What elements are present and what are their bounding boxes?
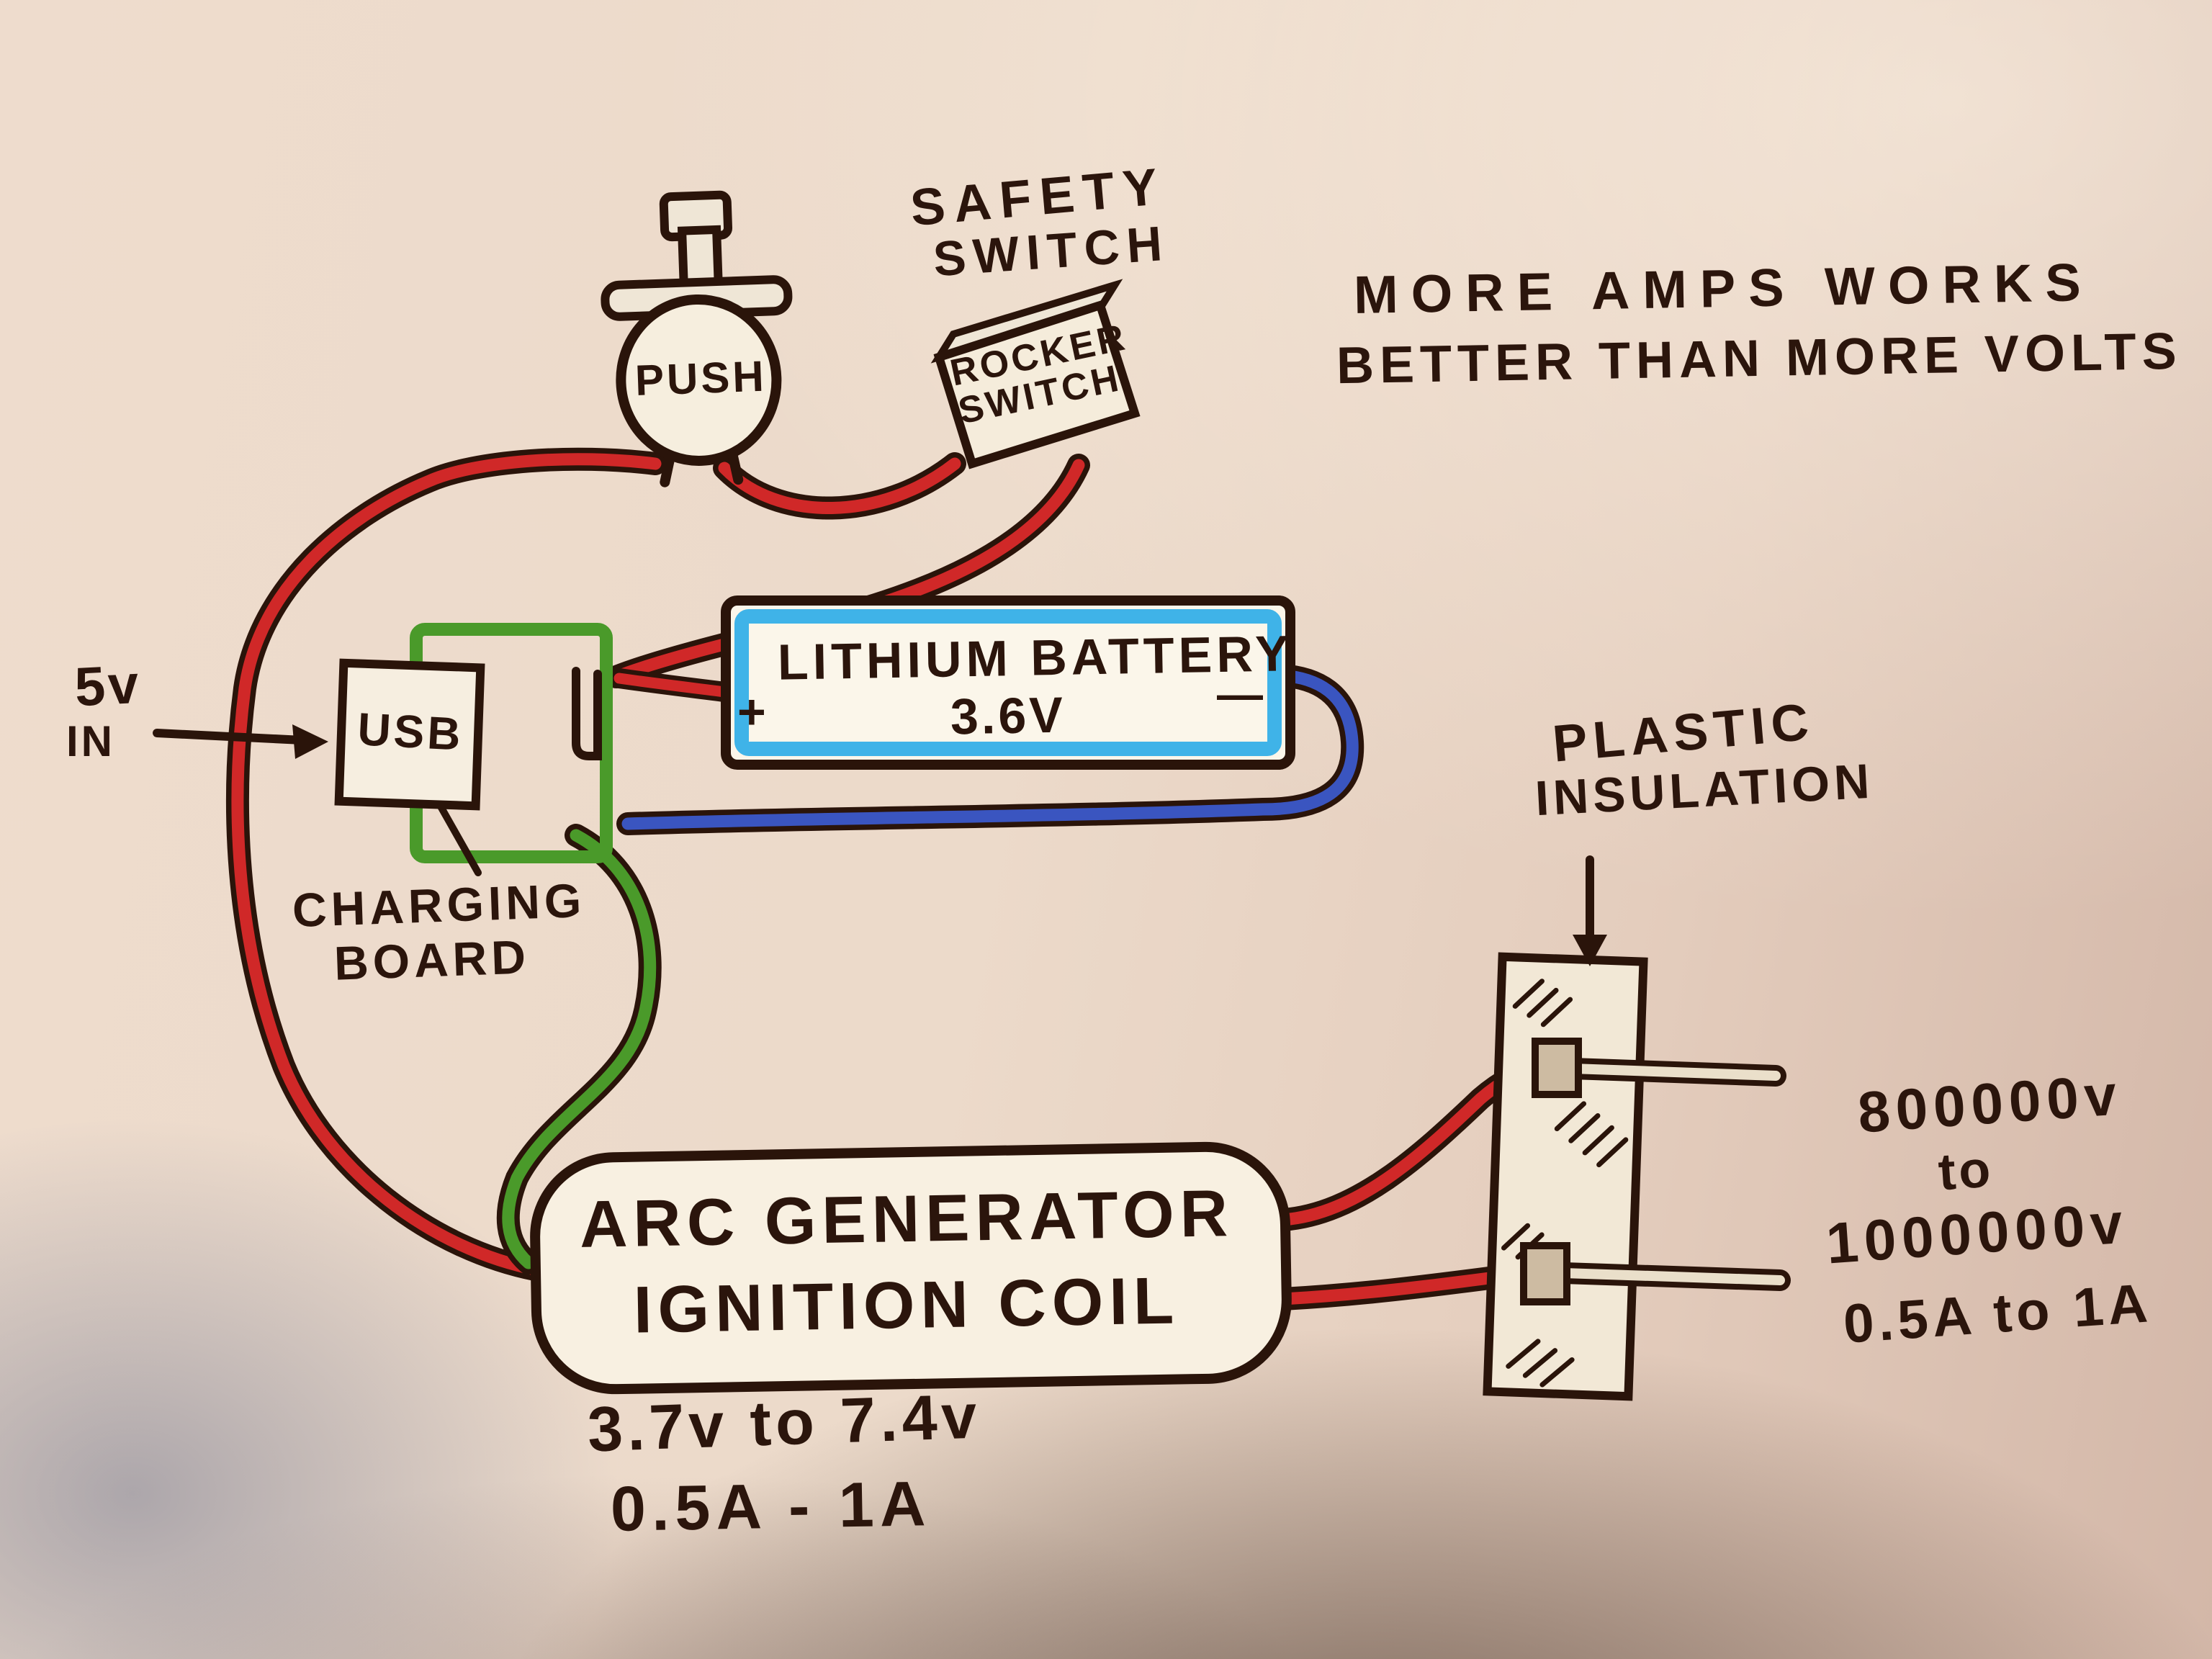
- battery-label-line1: LITHIUM BATTERY: [777, 626, 1294, 691]
- charging-board-label-line1: CHARGING: [291, 873, 587, 938]
- electrode-upper: [1532, 1038, 1786, 1098]
- wire-battery-to-chargingboard-blue: [616, 663, 1364, 835]
- wire-chargingboard-to-coil-green: [496, 824, 662, 1274]
- coil-spec-line2: 0.5A - 1A: [610, 1469, 932, 1545]
- arc-generator-label-line1: ARC GENERATOR: [579, 1175, 1234, 1262]
- wire-pushbutton-to-coil-red: [226, 447, 667, 1282]
- battery-minus-sign: —: [1217, 668, 1266, 720]
- battery-plus-sign: +: [737, 685, 769, 740]
- arrow-down-icon: [1573, 855, 1607, 966]
- power-in-label-line2: IN: [66, 719, 115, 766]
- coil-spec-line1: 3.7v to 7.4v: [586, 1381, 983, 1466]
- power-in-label-line1: 5v: [73, 655, 143, 719]
- rocker-switch-box: [930, 279, 1141, 469]
- insulation-block: [1483, 952, 1648, 1401]
- push-button: [601, 190, 793, 487]
- usb-port-box: [334, 658, 485, 811]
- arc-generator-box: [530, 1141, 1292, 1395]
- battery-label-line2: 3.6V: [950, 687, 1066, 746]
- charging-board-label-line2: BOARD: [333, 930, 531, 990]
- wire-coil-to-electrode-lower-red: [1272, 1262, 1547, 1310]
- lithium-battery-box: [721, 595, 1295, 770]
- output-voltage-line2: to: [1936, 1138, 1995, 1202]
- wire-pushbutton-to-rocker-red: [713, 452, 966, 520]
- electrode-lower: [1520, 1242, 1791, 1305]
- arrow-right-icon: [153, 724, 328, 759]
- board-connector-mark: [572, 667, 602, 760]
- usb-label: USB: [356, 703, 465, 760]
- push-button-label: PUSH: [634, 353, 768, 405]
- arc-generator-label-line2: IGNITION COIL: [633, 1262, 1180, 1347]
- charging-board-pointer-line: [437, 803, 482, 876]
